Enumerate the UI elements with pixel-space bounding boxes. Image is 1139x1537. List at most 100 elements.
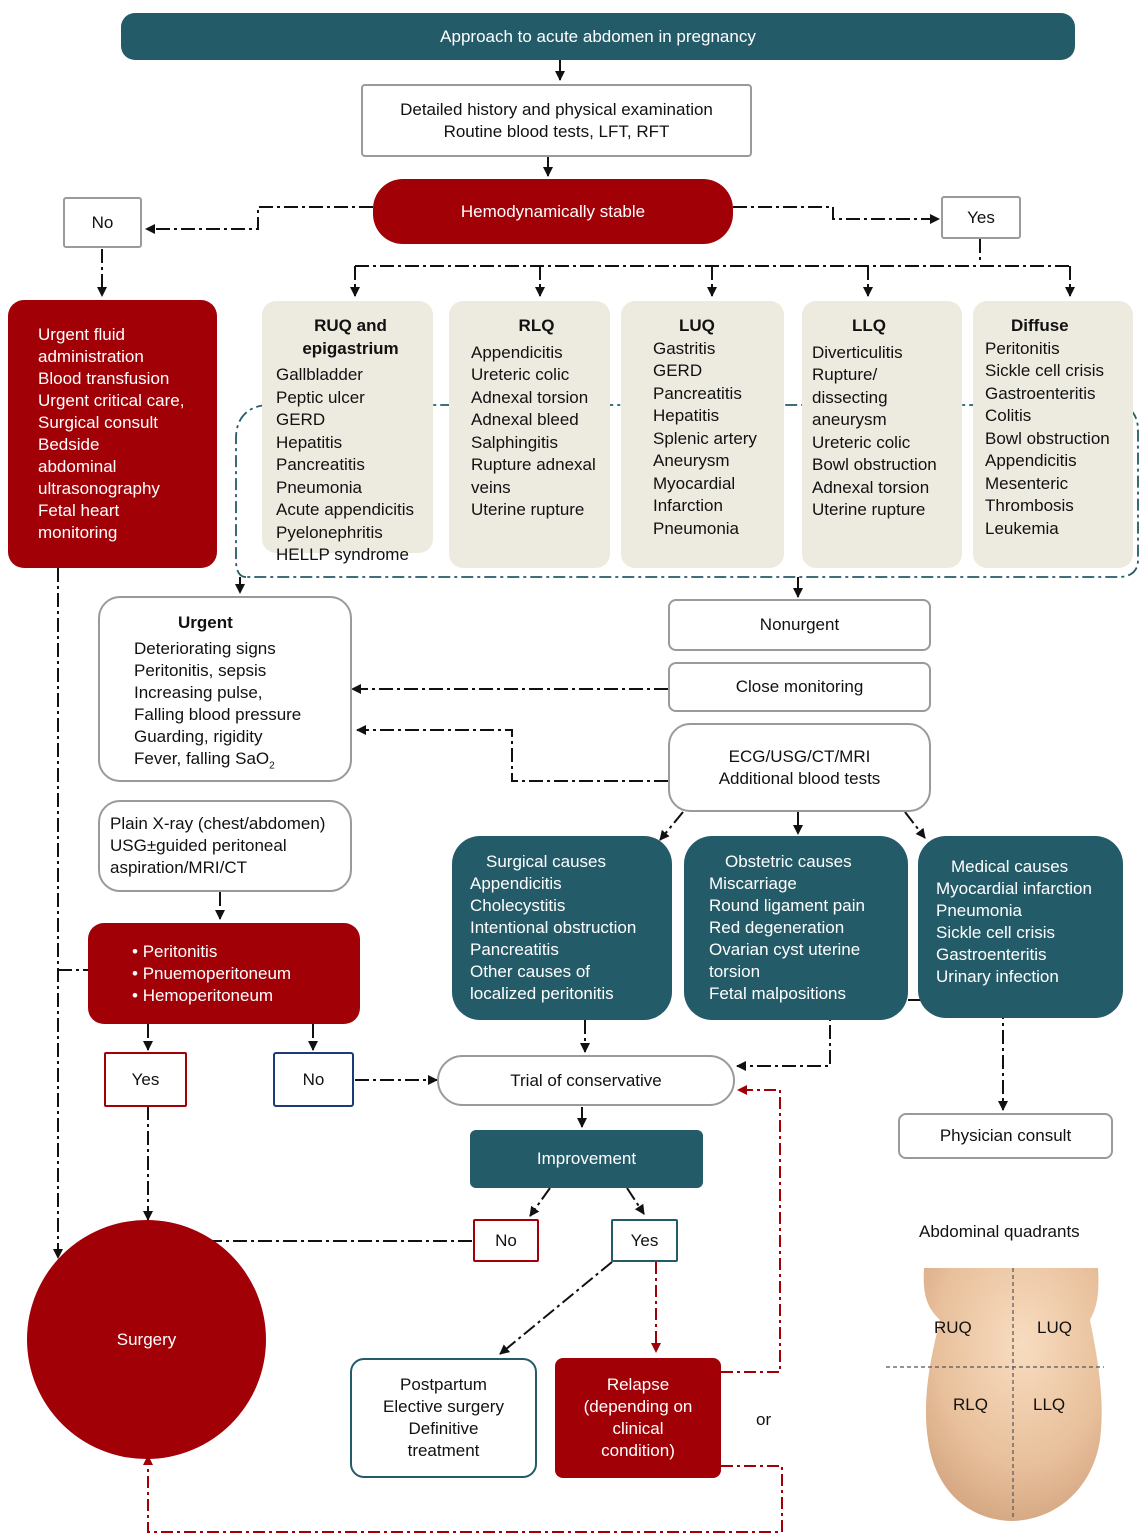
postpartum-line-1: Postpartum	[400, 1375, 487, 1394]
medical-item: Sickle cell crisis	[936, 923, 1056, 942]
xray-box: Plain X-ray (chest/abdomen) USG±guided p…	[98, 800, 352, 892]
unstable-line-6: Bedside	[38, 435, 100, 454]
quadrant-llq-item: Ureteric colic	[812, 432, 911, 452]
improvement-text: Improvement	[536, 1149, 637, 1168]
medical-item: Pneumonia	[936, 901, 1023, 920]
quadrant-ruq-item: HELLP syndrome	[276, 545, 409, 564]
hemodynamic-stable-box: Hemodynamically stable	[373, 179, 733, 244]
peritonitis-item-text: Peritonitis	[142, 941, 218, 961]
quadrant-diffuse-item: Sickle cell crisis	[985, 361, 1105, 380]
relapse-line-2: (depending on	[583, 1397, 693, 1416]
ecg-box: ECG/USG/CT/MRI Additional blood tests	[668, 723, 931, 812]
quadrant-rlq-item: Appendicitis	[471, 342, 563, 362]
quadrant-llq-item: dissecting	[812, 387, 888, 407]
urgent-last-prefix: Fever, falling SaO	[134, 749, 270, 768]
peritonitis-item: • Pnuemoperitoneum	[132, 963, 292, 983]
urgent-item: Falling blood pressure	[134, 705, 302, 724]
quadrant-ruq-item: GERD	[276, 410, 326, 429]
peritonitis-box: • Peritonitis • Pnuemoperitoneum • Hemop…	[88, 923, 360, 1024]
obstetric-item: torsion	[709, 962, 761, 981]
trial-conservative-box: Trial of conservative	[437, 1055, 735, 1106]
physician-text: Physician consult	[939, 1126, 1072, 1145]
surgical-item: Appendicitis	[470, 874, 562, 893]
nonurgent-box: Nonurgent	[668, 599, 931, 651]
unstable-line-10: monitoring	[38, 523, 118, 542]
quadrant-luq-box: LUQ Gastritis GERD Pancreatitis Hepatiti…	[621, 301, 784, 568]
quadrant-diffuse-item: Peritonitis	[985, 338, 1060, 358]
surgical-item: Cholecystitis	[470, 896, 566, 915]
peritonitis-item: • Peritonitis	[132, 941, 218, 961]
hemodynamic-stable-text: Hemodynamically stable	[460, 201, 646, 221]
quadrant-ruq-box: RUQ and epigastrium Gallbladder Peptic u…	[262, 301, 433, 564]
surgical-item: Pancreatitis	[470, 940, 559, 959]
close-monitoring-box: Close monitoring	[668, 662, 931, 712]
xray-line-1: Plain X-ray (chest/abdomen)	[110, 814, 326, 833]
postpartum-box: Postpartum Elective surgery Definitive t…	[350, 1358, 537, 1478]
medical-item: Urinary infection	[936, 967, 1059, 986]
no-text-bottom: No	[495, 1230, 517, 1250]
urgent-box: Urgent Deteriorating signs Peritonitis, …	[98, 596, 352, 782]
surgical-causes-box: Surgical causes Appendicitis Cholecystit…	[452, 836, 672, 1020]
quadrant-llq-item: Bowl obstruction	[812, 455, 937, 474]
history-line-1: Detailed history and physical examinatio…	[400, 99, 713, 119]
or-label: or	[756, 1410, 772, 1429]
quadrant-luq-heading: LUQ	[679, 316, 715, 335]
surgical-item: Intentional obstruction	[470, 918, 637, 937]
quadrant-luq-item: GERD	[653, 361, 703, 380]
urgent-heading: Urgent	[178, 613, 233, 632]
quadrant-diffuse-item: Bowl obstruction	[985, 428, 1110, 448]
urgent-item: Guarding, rigidity	[134, 727, 263, 746]
quadrant-llq-item: Diverticulitis	[812, 342, 903, 362]
medical-causes-box: Medical causes Myocardial infarction Pne…	[918, 836, 1123, 1018]
quadrant-diffuse-box: Diffuse Peritonitis Sickle cell crisis G…	[973, 301, 1133, 568]
unstable-line-4: Urgent critical care,	[38, 391, 185, 410]
postpartum-line-3: Definitive	[408, 1419, 479, 1438]
postpartum-line-2: Elective surgery	[383, 1397, 504, 1416]
obstetric-causes-box: Obstetric causes Miscarriage Round ligam…	[684, 836, 908, 1020]
quadrant-ruq-item: Pneumonia	[276, 477, 363, 497]
peritonitis-item: • Hemoperitoneum	[132, 985, 274, 1005]
no-text-mid: No	[302, 1069, 325, 1089]
history-box: Detailed history and physical examinatio…	[361, 84, 752, 157]
relapse-line-1: Relapse	[606, 1375, 670, 1394]
surgical-item: localized peritonitis	[470, 984, 614, 1003]
quadrant-rlq-heading: RLQ	[518, 316, 555, 335]
quadrant-rlq-item: Uterine rupture	[471, 500, 585, 519]
abdo-label-llq: LLQ	[1033, 1395, 1066, 1414]
quadrant-llq-item: aneurysm	[812, 410, 887, 429]
obstetric-item: Fetal malpositions	[709, 984, 847, 1003]
no-box-bottom: No	[473, 1219, 539, 1262]
quadrant-ruq-item: Pyelonephritis	[276, 522, 383, 542]
unstable-line-3: Blood transfusion	[38, 369, 170, 388]
title-box: Approach to acute abdomen in pregnancy	[121, 13, 1075, 60]
quadrant-luq-item: Hepatitis	[653, 406, 720, 425]
history-line-2: Routine blood tests, LFT, RFT	[443, 121, 670, 141]
quadrant-llq-heading: LLQ	[852, 316, 886, 335]
quadrant-ruq-item: Hepatitis	[276, 432, 343, 452]
postpartum-line-4: treatment	[407, 1441, 480, 1460]
unstable-line-5: Surgical consult	[38, 413, 159, 432]
quadrant-diffuse-item: Thrombosis	[985, 496, 1074, 515]
yes-box-bottom: Yes	[611, 1219, 678, 1262]
quadrant-rlq-item: Adnexal torsion	[471, 387, 589, 407]
quadrant-llq-item: Rupture/	[812, 365, 878, 384]
obstetric-item: Ovarian cyst uterine	[709, 940, 861, 959]
medical-item: Myocardial infarction	[936, 879, 1092, 898]
yes-text-left: Yes	[131, 1069, 160, 1089]
urgent-item: Peritonitis, sepsis	[134, 661, 267, 680]
obstetric-item: Round ligament pain	[709, 896, 865, 915]
yes-box-top: Yes	[941, 196, 1021, 239]
quadrant-rlq-item: Salphingitis	[471, 432, 558, 452]
unstable-line-2: administration	[38, 347, 144, 366]
urgent-item-last: Fever, falling SaO2	[134, 748, 275, 777]
quadrant-diffuse-item: Colitis	[985, 406, 1032, 425]
close-monitoring-text: Close monitoring	[735, 677, 864, 696]
unstable-line-1: Urgent fluid	[38, 325, 125, 344]
quadrant-ruq-item: Gallbladder	[276, 365, 363, 384]
yes-text-top: Yes	[967, 207, 995, 227]
abdo-label-ruq: RUQ	[934, 1318, 972, 1337]
xray-line-2: USG±guided peritoneal	[110, 836, 287, 855]
obstetric-item: Red degeneration	[709, 918, 845, 937]
obstetric-heading: Obstetric causes	[725, 852, 852, 871]
